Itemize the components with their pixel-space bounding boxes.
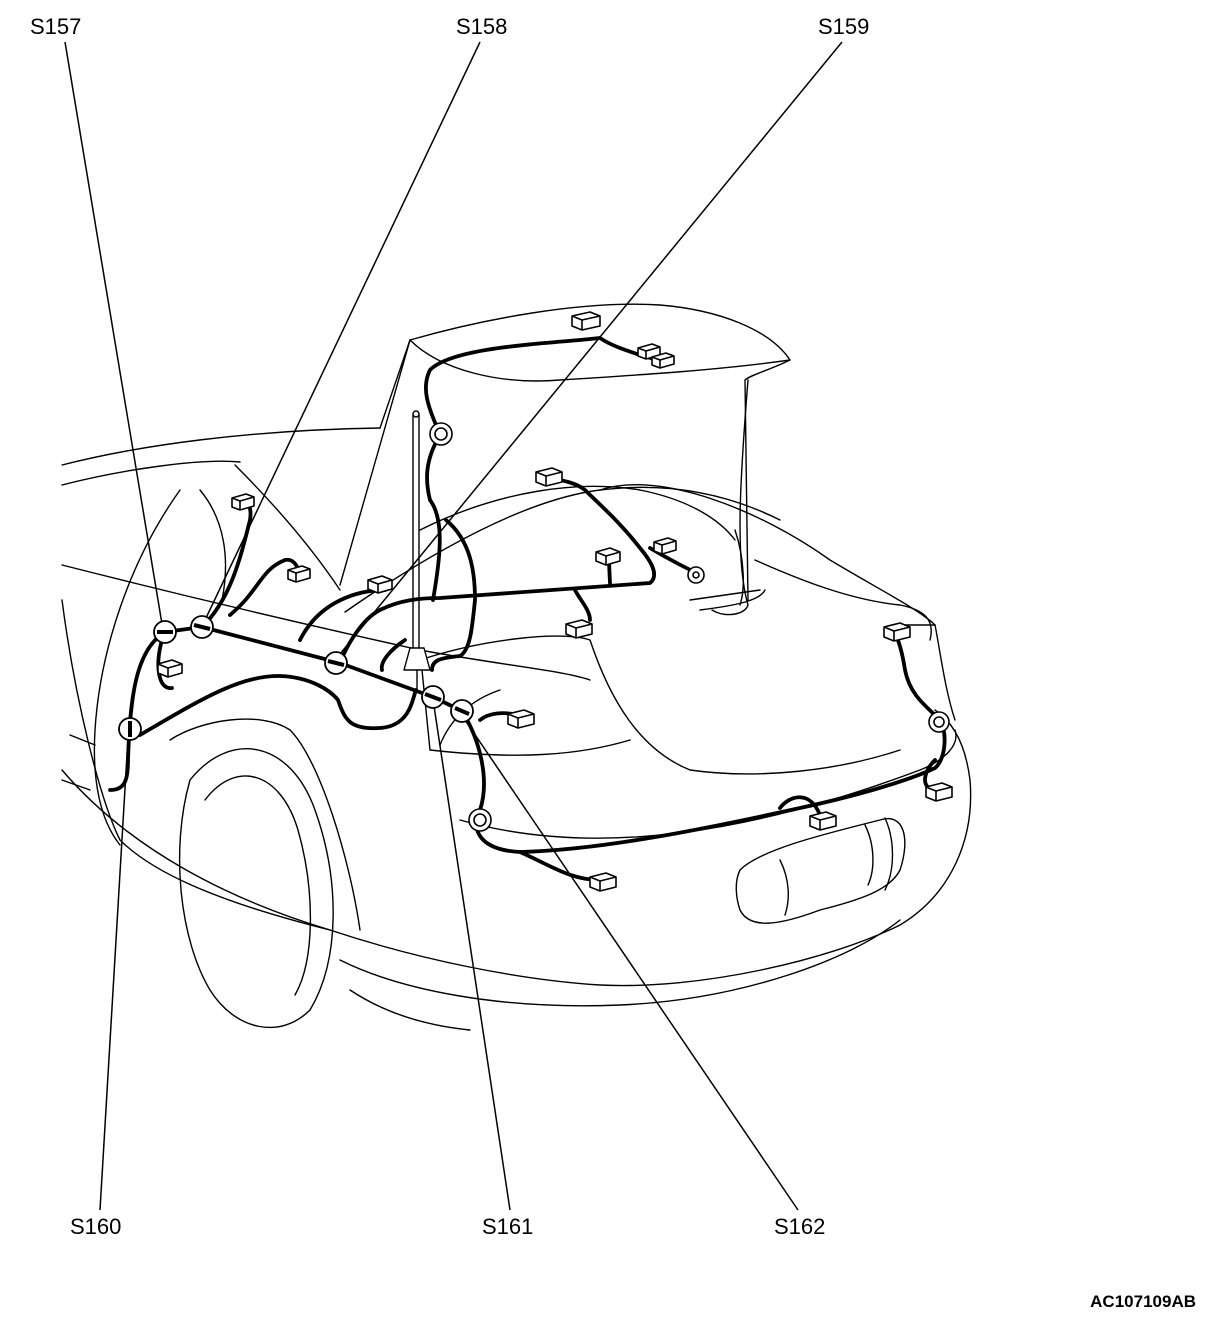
connector	[883, 622, 911, 642]
connector	[809, 811, 837, 831]
leader-lines	[64, 41, 843, 1211]
wiring-harness	[108, 336, 947, 882]
connectors	[157, 311, 953, 892]
connector	[507, 709, 535, 729]
connector	[651, 352, 675, 369]
splice-s160-marker	[118, 717, 142, 741]
splice-label-s161: S161	[482, 1214, 534, 1239]
connector	[925, 782, 953, 802]
car-body-outline	[61, 303, 972, 1031]
splice-s159-marker	[324, 651, 348, 675]
connector	[653, 537, 677, 555]
splice-s158-marker	[190, 615, 214, 639]
grommet	[928, 711, 950, 733]
splice-label-s158: S158	[456, 14, 508, 39]
splice-s162-marker	[450, 699, 474, 723]
connector	[157, 659, 183, 678]
splice-label-s160: S160	[70, 1214, 122, 1239]
antenna	[403, 410, 431, 691]
connector	[595, 547, 621, 566]
connector	[535, 467, 563, 487]
splice-label-s162: S162	[774, 1214, 826, 1239]
connector	[565, 619, 593, 639]
connector	[589, 872, 617, 892]
grommet	[468, 808, 492, 832]
splice-markers	[118, 615, 474, 741]
splice-s157-marker	[153, 620, 177, 644]
grommet	[687, 566, 705, 584]
connector	[571, 311, 601, 331]
figure-id: AC107109AB	[1090, 1292, 1196, 1311]
grommet	[429, 422, 453, 446]
connector	[231, 493, 255, 511]
splice-label-s159: S159	[818, 14, 870, 39]
connector	[367, 575, 393, 594]
splice-s161-marker	[421, 685, 445, 709]
splice-label-s157: S157	[30, 14, 82, 39]
connector	[287, 565, 311, 583]
